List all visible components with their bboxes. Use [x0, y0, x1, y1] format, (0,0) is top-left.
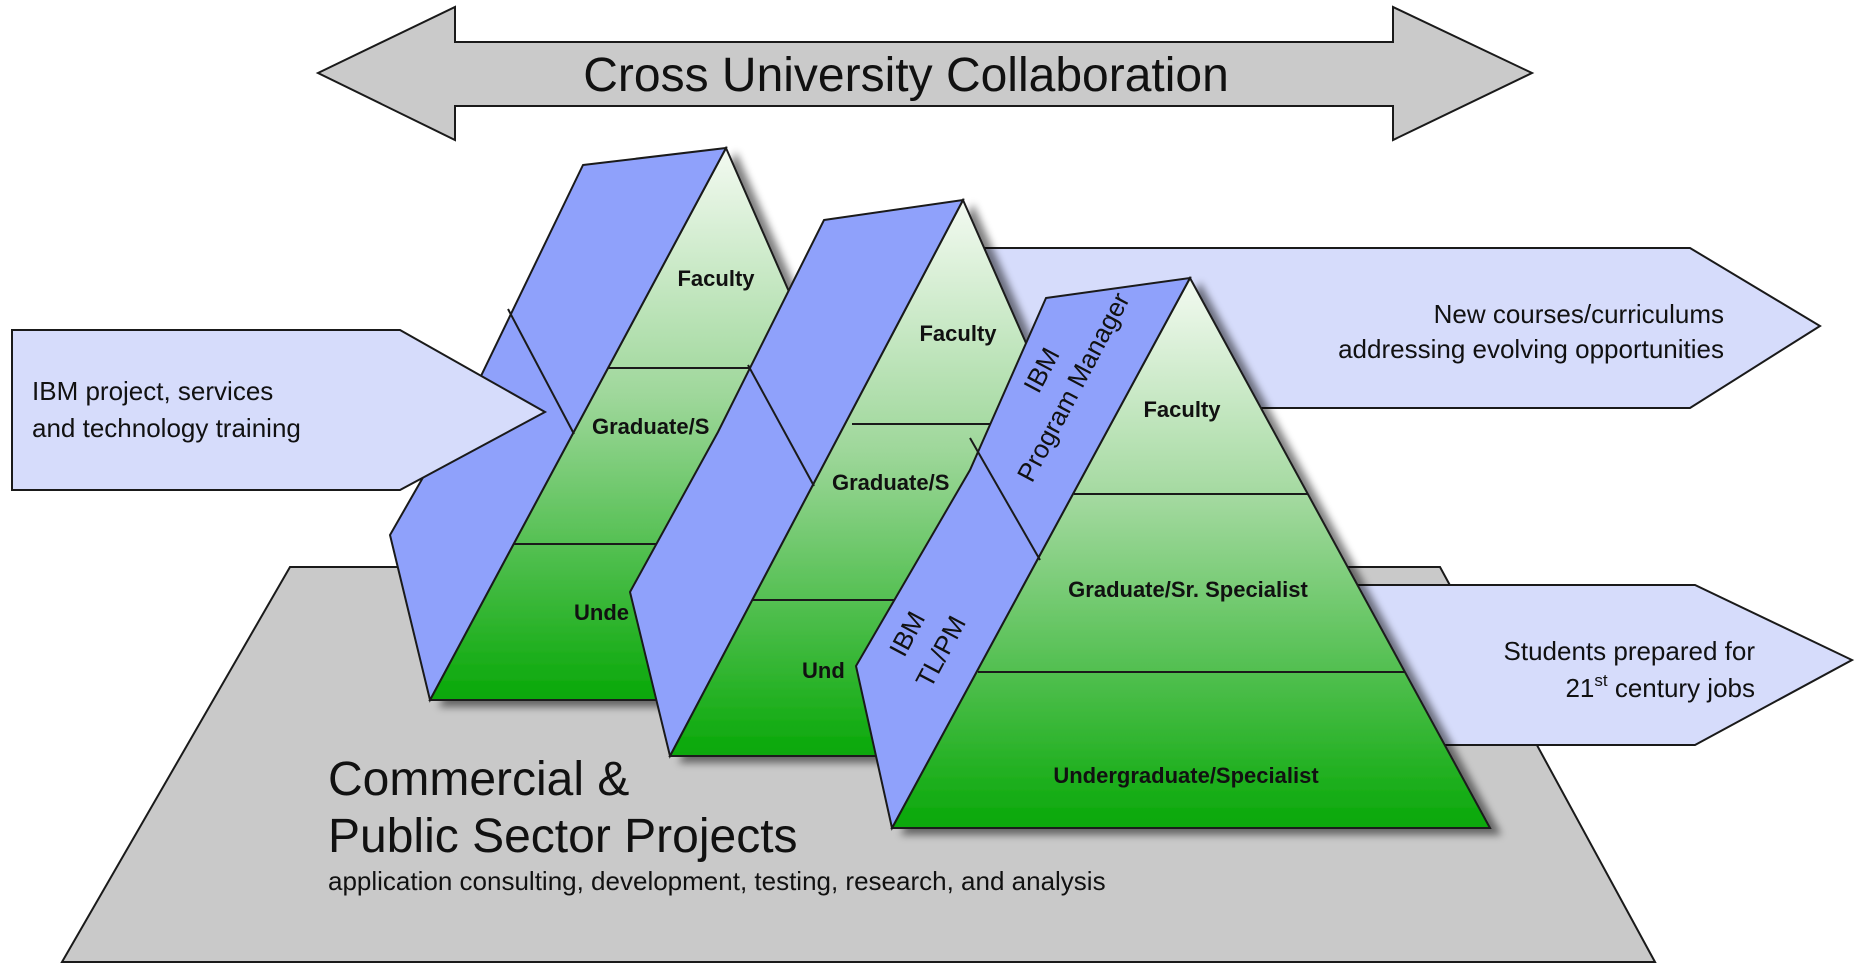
curriculum-line1: New courses/curriculums — [1434, 299, 1724, 329]
training-input-arrow — [11, 329, 548, 491]
pyramid-front: Faculty Graduate/Sr. Specialist Undergra… — [854, 275, 1492, 831]
pyramid-back-tier-mid: Graduate/S — [592, 414, 709, 439]
pyramid-front-tier-mid: Graduate/Sr. Specialist — [1068, 577, 1308, 602]
century-superscript: st — [1594, 671, 1608, 690]
century-number: 21 — [1565, 673, 1594, 703]
students-line2: 21st century jobs — [1565, 671, 1755, 703]
pyramid-front-panel-divider — [969, 437, 1041, 561]
pyramid-middle-tier-mid: Graduate/S — [832, 470, 949, 495]
pyramid-back-side-panel — [388, 146, 728, 703]
century-suffix: century jobs — [1608, 673, 1755, 703]
pyramid-middle-tier-bottom: Und — [802, 658, 845, 683]
pyramid-front-tier-bottom: Undergraduate/Specialist — [1053, 763, 1319, 788]
base-title-line2: Public Sector Projects — [328, 810, 798, 863]
curriculum-line2: addressing evolving opportunities — [1338, 334, 1724, 364]
base-title-line1: Commercial & — [328, 753, 629, 806]
training-line1: IBM project, services — [32, 376, 273, 406]
pyramid-back-panel-divider — [507, 308, 575, 435]
pyramid-back-tier-bottom: Unde — [574, 600, 629, 625]
pyramid-back-tier-top: Faculty — [677, 266, 755, 291]
collaboration-label: Cross University Collaboration — [583, 49, 1229, 102]
students-line1: Students prepared for — [1504, 636, 1756, 666]
pyramid-front-tier-top: Faculty — [1143, 397, 1221, 422]
pyramid-middle-side-panel — [628, 198, 965, 759]
collaboration-arrow — [315, 5, 1535, 142]
pyramid-middle-tier-top: Faculty — [919, 321, 997, 346]
pyramid-middle-panel-divider — [747, 364, 815, 487]
base-subtitle: application consulting, development, tes… — [328, 866, 1106, 896]
pyramid-front-side-panel — [854, 276, 1192, 831]
training-line2: and technology training — [32, 413, 301, 443]
